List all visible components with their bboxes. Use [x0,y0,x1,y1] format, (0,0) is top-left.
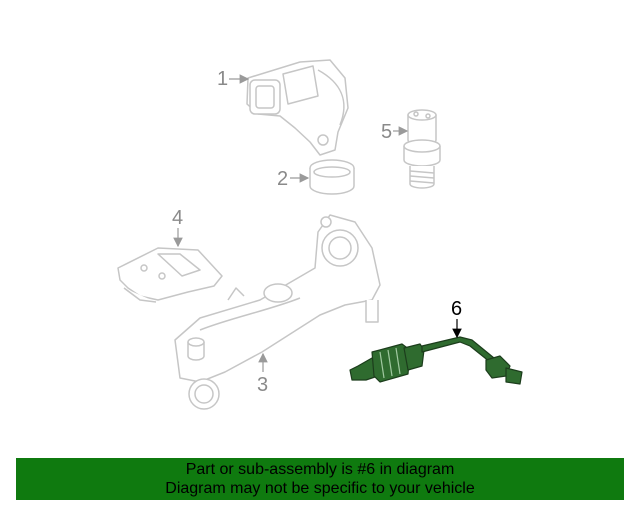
callout-5: 5 [381,121,393,143]
part-5-pressure-sensor [403,109,441,189]
callout-3: 3 [257,374,269,396]
part-2-seal [309,159,355,195]
callout-6: 6 [451,298,463,320]
part-4-bracket [117,247,223,303]
callout-1: 1 [217,68,229,90]
info-banner: Part or sub-assembly is #6 in diagram Di… [16,458,624,500]
part-3-housing [174,214,381,410]
part-1-sensor [246,59,349,156]
parts-diagram [117,59,523,410]
callout-2: 2 [277,168,289,190]
callout-4: 4 [172,207,184,229]
banner-line-1: Part or sub-assembly is #6 in diagram [185,461,455,478]
banner-line-2: Diagram may not be specific to your vehi… [165,480,475,497]
part-6-oxygen-sensor [349,336,523,385]
